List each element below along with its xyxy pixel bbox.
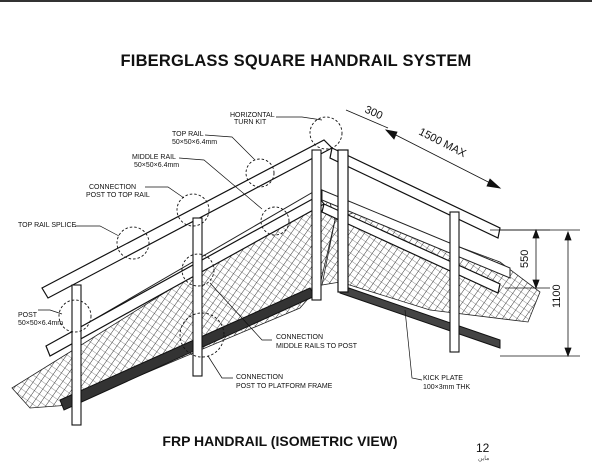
dim-1500-max: 1500 MAX	[417, 126, 469, 160]
label-top-rail-size: 50×50×6.4mm	[172, 139, 217, 146]
label-connection-middle: CONNECTION	[276, 334, 323, 341]
detail-circle-post-top	[176, 193, 210, 227]
leader-middle-post	[209, 282, 272, 341]
label-connection-post-top: CONNECTION	[89, 184, 136, 191]
leader-middle-rail	[178, 157, 263, 210]
label-post-size: 50×50×6.4mm	[18, 320, 63, 327]
detail-circle-splice	[116, 226, 150, 260]
posts-right	[449, 211, 460, 353]
page-number: 12	[476, 441, 490, 455]
leader-post	[38, 309, 63, 315]
dim-550: 550	[519, 250, 531, 268]
figure-caption: FRP HANDRAIL (ISOMETRIC VIEW)	[162, 433, 398, 449]
posts-left	[71, 149, 322, 426]
detail-circle-middle-post	[181, 253, 215, 287]
leader-turn-kit	[276, 116, 323, 121]
label-top-rail: TOP RAIL	[172, 131, 204, 138]
detail-circle-top-rail	[245, 158, 275, 188]
dim-1100: 1100	[551, 284, 563, 308]
leader-connection-post-top	[145, 186, 185, 199]
leader-top-rail	[204, 134, 256, 161]
label-connection-middle-2: MIDDLE RAILS TO POST	[276, 343, 358, 350]
label-middle-rail: MIDDLE RAIL	[132, 154, 176, 161]
top-border-line	[0, 0, 592, 2]
label-connection-post-top-2: POST TO TOP RAIL	[86, 192, 150, 199]
label-turn-kit-line2: TURN KIT	[234, 119, 267, 126]
label-turn-kit-line1: HORIZONTAL	[230, 112, 275, 119]
page-number-subtext: ماين	[478, 456, 490, 462]
detail-circle-post	[58, 299, 92, 333]
label-top-rail-splice: TOP RAIL SPLICE	[18, 222, 77, 229]
dim-300: 300	[363, 104, 385, 122]
dim-line-300	[345, 109, 389, 129]
label-middle-rail-size: 50×50×6.4mm	[134, 162, 179, 169]
label-post: POST	[18, 312, 38, 319]
detail-circle-post-frame	[179, 312, 225, 358]
label-kick-plate: KICK PLATE	[423, 375, 463, 382]
label-connection-frame: CONNECTION	[236, 374, 283, 381]
page-title: FIBERGLASS SQUARE HANDRAIL SYSTEM	[120, 52, 472, 70]
detail-circle-middle-rail	[260, 206, 290, 236]
detail-circle-turn-kit	[309, 116, 343, 150]
label-kick-plate-size: 100×3mm THK	[423, 384, 470, 391]
leader-post-frame	[207, 355, 233, 379]
corner-post	[337, 149, 349, 293]
leader-kick-plate	[404, 309, 423, 381]
kick-plate-right	[321, 189, 511, 279]
leader-splice	[75, 225, 120, 237]
dim-line-1500	[385, 129, 501, 189]
label-connection-frame-2: POST TO PLATFORM FRAME	[236, 383, 333, 390]
